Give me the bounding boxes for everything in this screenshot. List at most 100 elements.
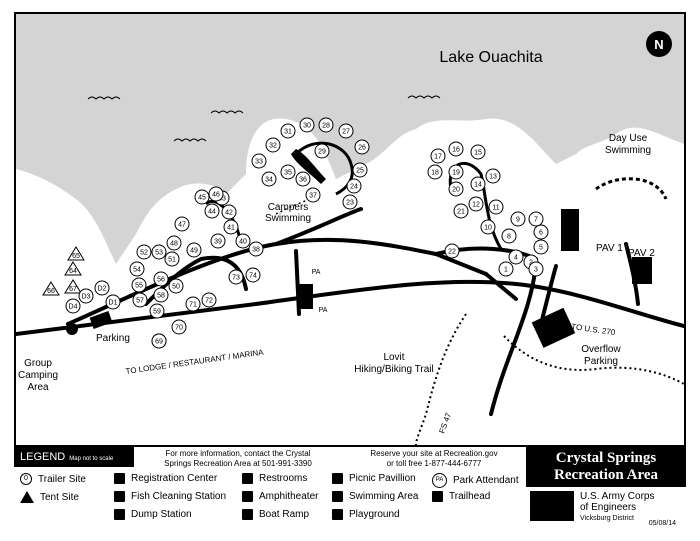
campsite-46: 46 (208, 186, 224, 202)
campsite-label: 33 (255, 159, 263, 166)
campsite-55: 55 (131, 277, 147, 293)
campsite-label: 37 (309, 193, 317, 200)
campsite-16: 16 (448, 141, 464, 157)
campsite-65: 65 (67, 246, 85, 261)
campsite-label: 67 (69, 286, 77, 293)
campsite-11: 11 (488, 199, 504, 215)
campsite-label: 20 (452, 187, 460, 194)
label-day-use: Day Use (609, 133, 648, 144)
campsite-D4: D4 (65, 298, 81, 314)
campsite-label: 8 (507, 234, 511, 241)
campsite-label: 41 (227, 225, 235, 232)
trailhead-icon (432, 491, 443, 502)
corps-text: U.S. Army Corps of Engineers Vicksburg D… (580, 491, 654, 524)
campsite-36: 36 (295, 171, 311, 187)
campsite-39: 39 (210, 233, 226, 249)
campsite-label: 14 (474, 182, 482, 189)
campsite-40: 40 (235, 233, 251, 249)
campsite-label: 10 (484, 225, 492, 232)
corps-castle-icon (530, 491, 574, 521)
legend-tent: Tent Site (20, 491, 79, 503)
campsite-48: 48 (166, 235, 182, 251)
label-overflow: Overflow (581, 344, 621, 355)
registration-icon (114, 473, 125, 484)
legend-picnic: Picnic Pavillion (332, 473, 416, 484)
campsite-57: 57 (132, 292, 148, 308)
campsite-D1: D1 (105, 294, 121, 310)
campsite-label: 2 (529, 260, 533, 267)
campsite-4: 4 (508, 249, 524, 265)
campsite-10: 10 (480, 219, 496, 235)
legend-date: 05/08/14 (648, 520, 676, 527)
legend-amphitheater-label: Amphitheater (259, 491, 319, 502)
campsite-24: 24 (346, 178, 362, 194)
legend-playground: Playground (332, 509, 400, 520)
campsite-label: 17 (434, 154, 442, 161)
campsite-6: 6 (533, 224, 549, 240)
campsite-label: 30 (303, 123, 311, 130)
label-area: Area (27, 382, 49, 393)
campsite-28: 28 (318, 117, 334, 133)
campsite-50: 50 (168, 278, 184, 294)
info-contact-line2: Springs Recreation Area at 501-991-3390 (164, 459, 312, 468)
campsite-72: 72 (201, 292, 217, 308)
campsite-label: 45 (198, 195, 206, 202)
campsite-41: 41 (223, 219, 239, 235)
north-label: N (654, 37, 663, 52)
campsite-32: 32 (265, 137, 281, 153)
info-contact: For more information, contact the Crysta… (148, 449, 328, 469)
campsite-14: 14 (470, 176, 486, 192)
info-reserve: Reserve your site at Recreation.gov or t… (344, 449, 524, 469)
label-campers-swimming: Swimming (265, 213, 311, 224)
swimming-area-icon (332, 491, 343, 502)
legend-swim: Swimming Area (332, 491, 418, 502)
campsite-18: 18 (427, 164, 443, 180)
label-to-us270: TO U.S. 270 (571, 322, 617, 337)
campsite-59: 59 (149, 303, 165, 319)
corps-line1: U.S. Army Corps (580, 491, 655, 502)
campsite-label: 35 (284, 170, 292, 177)
campsite-30: 30 (299, 117, 315, 133)
legend-dump: Dump Station (114, 509, 192, 520)
campsite-label: 73 (232, 275, 240, 282)
campsite-label: 1 (504, 267, 508, 274)
legend-boat: Boat Ramp (242, 509, 309, 520)
campsite-21: 21 (453, 203, 469, 219)
campsite-31: 31 (280, 123, 296, 139)
campsite-34: 34 (261, 171, 277, 187)
campsite-13: 13 (485, 168, 501, 184)
campsite-12: 12 (468, 196, 484, 212)
campsite-label: 65 (72, 253, 80, 260)
campsite-67: 67 (64, 279, 82, 294)
campsite-label: 4 (514, 255, 518, 262)
campsite-label: 64 (69, 268, 77, 275)
info-reserve-line1: Reserve your site at Recreation.gov (370, 449, 498, 458)
label-lovit: Lovit (383, 352, 404, 363)
campsite-label: 16 (452, 147, 460, 154)
campsite-1: 1 (498, 261, 514, 277)
campsite-label: 53 (155, 250, 163, 257)
corps-line2: of Engineers (580, 502, 637, 513)
trails (275, 177, 684, 446)
legend-subtitle: Map not to scale (69, 456, 114, 462)
info-reserve-line2: or toll free 1-877-444-6777 (386, 459, 482, 468)
legend-fish-label: Fish Cleaning Station (131, 491, 227, 502)
campsite-label: 42 (225, 210, 233, 217)
campsite-label: 28 (322, 123, 330, 130)
legend-swim-label: Swimming Area (349, 491, 419, 502)
campsite-label: 69 (155, 339, 163, 346)
campsite-label: D3 (82, 294, 91, 301)
legend-amphitheater: Amphitheater (242, 491, 318, 502)
label-pa2: PA (319, 307, 328, 314)
campsite-label: 5 (539, 245, 543, 252)
campsite-51: 51 (164, 251, 180, 267)
label-to-lodge: TO LODGE / RESTAURANT / MARINA (125, 348, 265, 376)
campsite-label: 49 (190, 248, 198, 255)
campsite-47: 47 (174, 216, 190, 232)
trailer-site-icon: 0 (20, 473, 32, 485)
campsite-label: 71 (189, 302, 197, 309)
campsite-label: 18 (431, 170, 439, 177)
